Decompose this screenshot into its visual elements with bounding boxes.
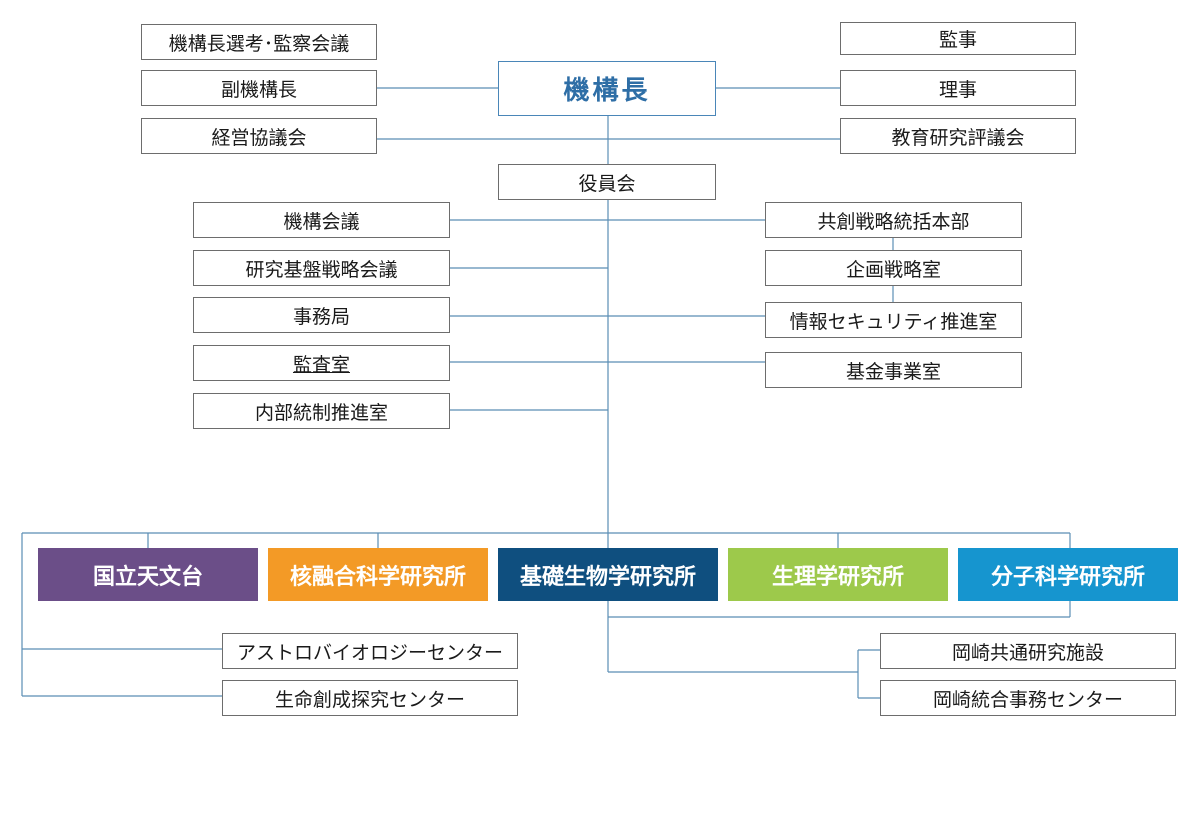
auditor-box: 監事	[840, 22, 1076, 55]
institute-nips: 生理学研究所	[728, 548, 948, 601]
internal-control-box: 内部統制推進室	[193, 393, 450, 429]
audit-office-label: 監査室	[292, 353, 350, 376]
institute-ims-label: 分子科学研究所	[990, 564, 1145, 590]
astrobiology-center-box: アストロバイオロジーセンター	[222, 633, 518, 669]
co-creation-hq-box: 共創戦略統括本部	[765, 202, 1022, 238]
research-strategy-council-box: 研究基盤戦略会議	[193, 250, 450, 286]
institute-nibb-label: 基礎生物学研究所	[519, 564, 696, 590]
co-creation-hq-label: 共創戦略統括本部	[817, 210, 970, 233]
institute-nibb: 基礎生物学研究所	[498, 548, 718, 601]
okazaki-facilities-label: 岡崎共通研究施設	[951, 641, 1104, 664]
info-security-office-label: 情報セキュリティ推進室	[789, 310, 998, 333]
education-research-council-box: 教育研究評議会	[840, 118, 1076, 154]
exploratory-center-label: 生命創成探究センター	[274, 688, 465, 711]
management-council-label: 経営協議会	[211, 126, 307, 149]
director-box: 理事	[840, 70, 1076, 106]
institute-nifs-label: 核融合科学研究所	[289, 564, 466, 590]
institute-naoj: 国立天文台	[38, 548, 258, 601]
astrobiology-center-label: アストロバイオロジーセンター	[236, 641, 503, 664]
selection-audit-council-box: 機構長選考･監察会議	[141, 24, 377, 60]
institute-ims: 分子科学研究所	[958, 548, 1178, 601]
vice-director-label: 副機構長	[220, 78, 297, 101]
executive-board-label: 役員会	[578, 172, 636, 195]
planning-office-label: 企画戦略室	[845, 258, 941, 281]
institute-nifs: 核融合科学研究所	[268, 548, 488, 601]
info-security-office-box: 情報セキュリティ推進室	[765, 302, 1022, 338]
director-general-box: 機構長	[498, 61, 716, 116]
institute-nips-label: 生理学研究所	[771, 564, 904, 590]
okazaki-facilities-box: 岡崎共通研究施設	[880, 633, 1176, 669]
fund-office-box: 基金事業室	[765, 352, 1022, 388]
director-general-label: 機構長	[563, 76, 651, 106]
secretariat-box: 事務局	[193, 297, 450, 333]
director-label: 理事	[938, 78, 977, 101]
executive-board-box: 役員会	[498, 164, 716, 200]
management-council-box: 経営協議会	[141, 118, 377, 154]
secretariat-label: 事務局	[292, 305, 350, 328]
vice-director-box: 副機構長	[141, 70, 377, 106]
institute-naoj-label: 国立天文台	[92, 564, 203, 590]
selection-audit-council-label: 機構長選考･監察会議	[168, 32, 350, 55]
org-council-label: 機構会議	[283, 210, 360, 233]
audit-office-box: 監査室	[193, 345, 450, 381]
okazaki-admin-center-label: 岡崎統合事務センター	[932, 688, 1123, 711]
exploratory-center-box: 生命創成探究センター	[222, 680, 518, 716]
internal-control-label: 内部統制推進室	[254, 401, 388, 424]
okazaki-admin-center-box: 岡崎統合事務センター	[880, 680, 1176, 716]
fund-office-label: 基金事業室	[845, 360, 941, 383]
planning-office-box: 企画戦略室	[765, 250, 1022, 286]
auditor-label: 監事	[938, 29, 977, 51]
org-council-box: 機構会議	[193, 202, 450, 238]
research-strategy-council-label: 研究基盤戦略会議	[245, 258, 398, 281]
education-research-council-label: 教育研究評議会	[891, 126, 1025, 149]
